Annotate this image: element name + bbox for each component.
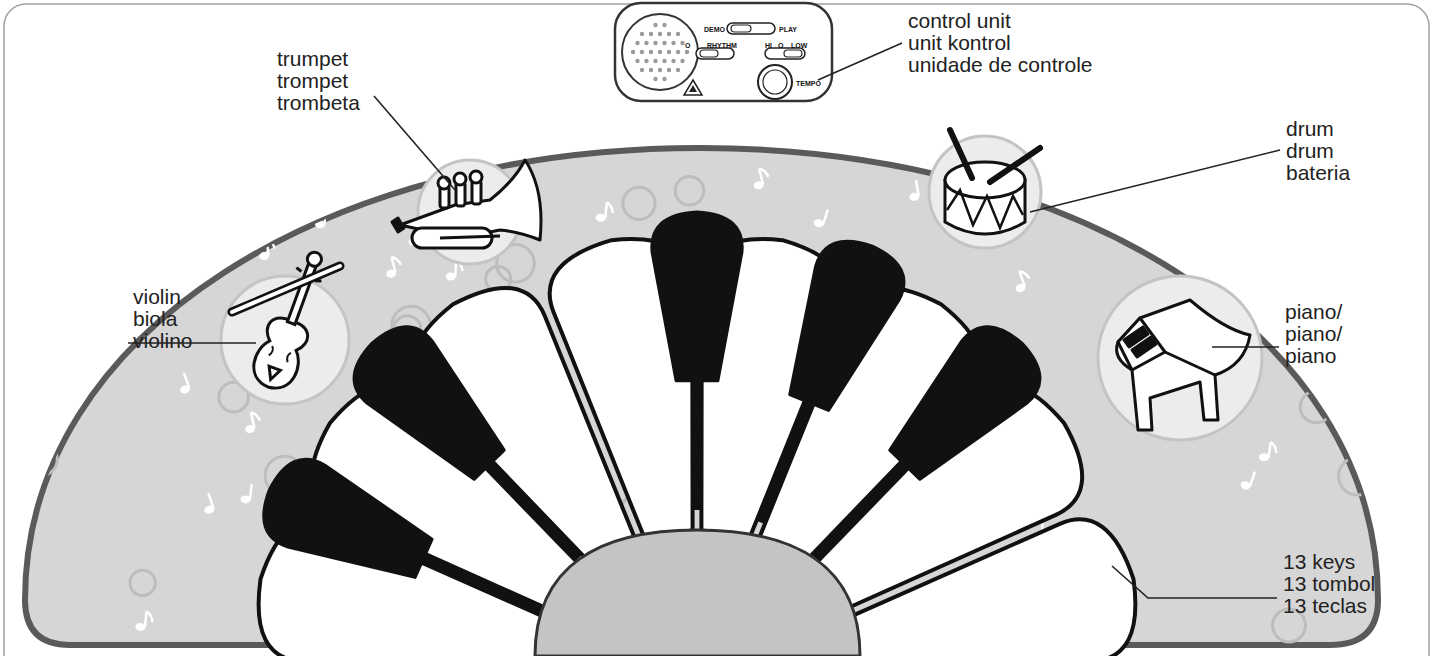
part-label: 13 keys [1283,551,1355,573]
violin-bow [232,266,340,312]
part-label: piano [1285,345,1336,367]
part-label: violin [133,286,181,308]
piano-icon [1117,300,1250,430]
control-text: TEMPO [796,79,821,88]
leader-lines [128,43,1280,598]
part-label: bateria [1286,162,1350,184]
control-text: O [778,41,783,50]
trumpet-icon [392,160,541,248]
center-pad [535,530,860,656]
drum-icon [945,130,1040,234]
keyboard [259,212,1136,656]
part-label: drum [1286,140,1334,162]
part-label: drum [1286,118,1334,140]
part-label: trombeta [277,92,360,114]
control-text: O [685,41,690,50]
control-text: PLAY [779,25,797,34]
part-label: piano/ [1285,323,1342,345]
control-text: RHYTHM [707,41,737,50]
violin-pad [221,276,349,404]
part-label: 13 tombol [1283,573,1375,595]
part-label: 13 teclas [1283,595,1367,617]
part-label: piano/ [1285,301,1342,323]
part-label: trompet [277,70,348,92]
part-label: trumpet [277,48,348,70]
part-label: biola [133,308,177,330]
control-unit [615,3,832,101]
control-text: HI [765,41,772,50]
part-label: control unit [908,10,1011,32]
piano-pad [1098,276,1262,440]
control-text: DEMO [704,25,725,34]
drum-pad [929,136,1041,248]
violin-icon [247,245,337,394]
control-text: LOW [791,41,807,50]
part-label: unidade de controle [908,54,1092,76]
page-frame [4,4,1429,656]
part-label: unit kontrol [908,32,1011,54]
part-label: violino [133,330,193,352]
violin-bow-fill [232,266,340,312]
